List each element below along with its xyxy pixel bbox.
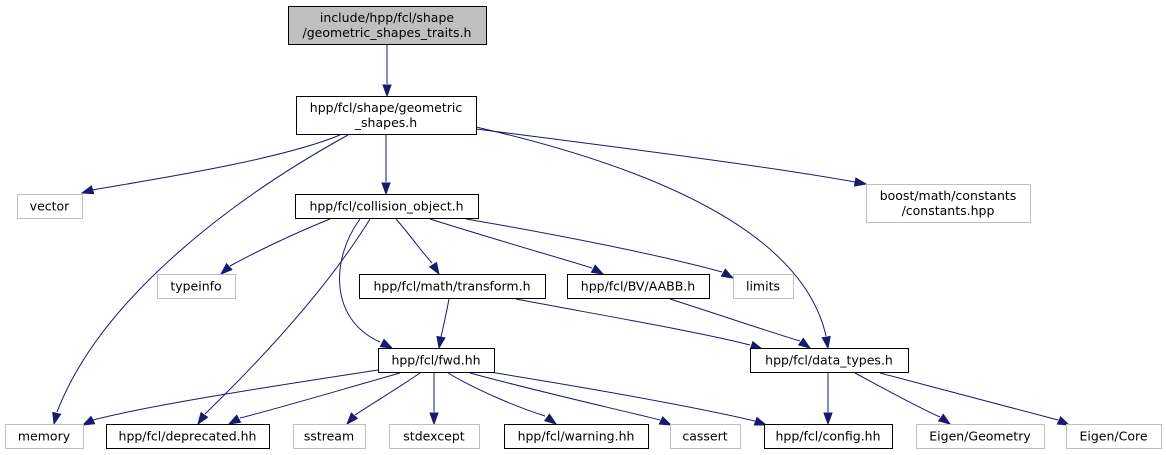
edge-fwd-to-cassert	[469, 372, 673, 426]
node-stdexcept[interactable]: stdexcept	[389, 424, 480, 449]
edge-fwd-to-stdexcept	[429, 373, 439, 426]
edge-data_types-to-eigen_geometry	[854, 372, 952, 425]
edge-data_types-to-config	[823, 373, 833, 426]
edge-fwd-to-sstream	[346, 372, 421, 426]
edges-layer	[52, 45, 1071, 426]
node-label: Eigen/Core	[1079, 429, 1147, 444]
node-data-types[interactable]: hpp/fcl/data_types.h	[750, 348, 909, 373]
edge-geometric_shapes-to-collision_object	[381, 135, 391, 196]
node-label: /constants.hpp	[902, 203, 995, 218]
node-root[interactable]: include/hpp/fcl/shape/geometric_shapes_t…	[288, 6, 487, 45]
node-label: sstream	[304, 429, 354, 444]
edge-data_types-to-eigen_core	[879, 372, 1071, 426]
node-label: hpp/fcl/data_types.h	[765, 353, 893, 368]
node-vector[interactable]: vector	[17, 194, 83, 219]
node-sstream[interactable]: sstream	[293, 424, 366, 449]
node-label: Eigen/Geometry	[929, 429, 1031, 444]
node-cassert[interactable]: cassert	[670, 424, 741, 449]
node-warning[interactable]: hpp/fcl/warning.hh	[504, 424, 649, 449]
edge-transform-to-fwd	[436, 298, 450, 350]
node-memory[interactable]: memory	[5, 424, 84, 449]
edge-geometric_shapes-to-data_types	[475, 126, 831, 350]
edge-fwd-to-config	[489, 371, 768, 426]
edge-geometric_shapes-to-boost_constants	[475, 128, 868, 187]
node-label: memory	[18, 429, 71, 444]
node-config[interactable]: hpp/fcl/config.hh	[764, 424, 893, 449]
node-label: /geometric_shapes_traits.h	[303, 25, 472, 40]
edge-collision_object-to-deprecated	[197, 218, 371, 426]
node-label: hpp/fcl/BV/AABB.h	[581, 279, 695, 294]
node-eigen-core[interactable]: Eigen/Core	[1066, 424, 1162, 449]
node-label: hpp/fcl/shape/geometric	[310, 100, 463, 115]
node-fwd[interactable]: hpp/fcl/fwd.hh	[378, 348, 495, 373]
node-label: hpp/fcl/collision_object.h	[309, 199, 463, 214]
edge-transform-to-data_types	[515, 298, 764, 350]
node-deprecated[interactable]: hpp/fcl/deprecated.hh	[106, 424, 270, 449]
node-label: hpp/fcl/warning.hh	[518, 429, 635, 444]
edge-fwd-to-warning	[447, 372, 558, 425]
node-transform[interactable]: hpp/fcl/math/transform.h	[359, 274, 546, 299]
node-aabb[interactable]: hpp/fcl/BV/AABB.h	[567, 274, 710, 299]
edge-geometric_shapes-to-vector	[80, 134, 341, 195]
node-label: stdexcept	[403, 429, 464, 444]
edge-root-to-geometric_shapes	[382, 45, 392, 98]
edge-collision_object-to-fwd	[339, 218, 394, 349]
node-limits[interactable]: limits	[733, 274, 794, 299]
node-label: vector	[30, 199, 71, 214]
node-geometric-shapes[interactable]: hpp/fcl/shape/geometric_shapes.h	[296, 96, 477, 135]
node-collision-object[interactable]: hpp/fcl/collision_object.h	[295, 194, 479, 219]
node-label: cassert	[682, 429, 727, 444]
node-label: _shapes.h	[354, 115, 417, 130]
edge-collision_object-to-transform	[395, 218, 440, 276]
node-label: include/hpp/fcl/shape	[320, 10, 454, 25]
node-label: limits	[746, 279, 780, 294]
node-label: hpp/fcl/deprecated.hh	[119, 429, 257, 444]
node-label: boost/math/constants	[880, 188, 1017, 203]
node-typeinfo[interactable]: typeinfo	[157, 274, 236, 299]
nodes-layer: include/hpp/fcl/shape/geometric_shapes_t…	[5, 6, 1162, 449]
edge-collision_object-to-limits	[465, 218, 735, 279]
node-label: hpp/fcl/config.hh	[775, 429, 880, 444]
node-label: typeinfo	[170, 279, 221, 294]
node-label: hpp/fcl/math/transform.h	[373, 279, 530, 294]
edge-fwd-to-deprecated	[227, 372, 401, 425]
node-boost-constants[interactable]: boost/math/constants/constants.hpp	[866, 184, 1031, 223]
edge-collision_object-to-aabb	[429, 218, 605, 275]
edge-collision_object-to-typeinfo	[219, 218, 331, 275]
edge-fwd-to-memory	[81, 369, 379, 426]
edge-aabb-to-data_types	[669, 298, 812, 349]
node-label: hpp/fcl/fwd.hh	[391, 353, 480, 368]
node-eigen-geometry[interactable]: Eigen/Geometry	[916, 424, 1045, 449]
edge-geometric_shapes-to-memory	[52, 134, 349, 426]
